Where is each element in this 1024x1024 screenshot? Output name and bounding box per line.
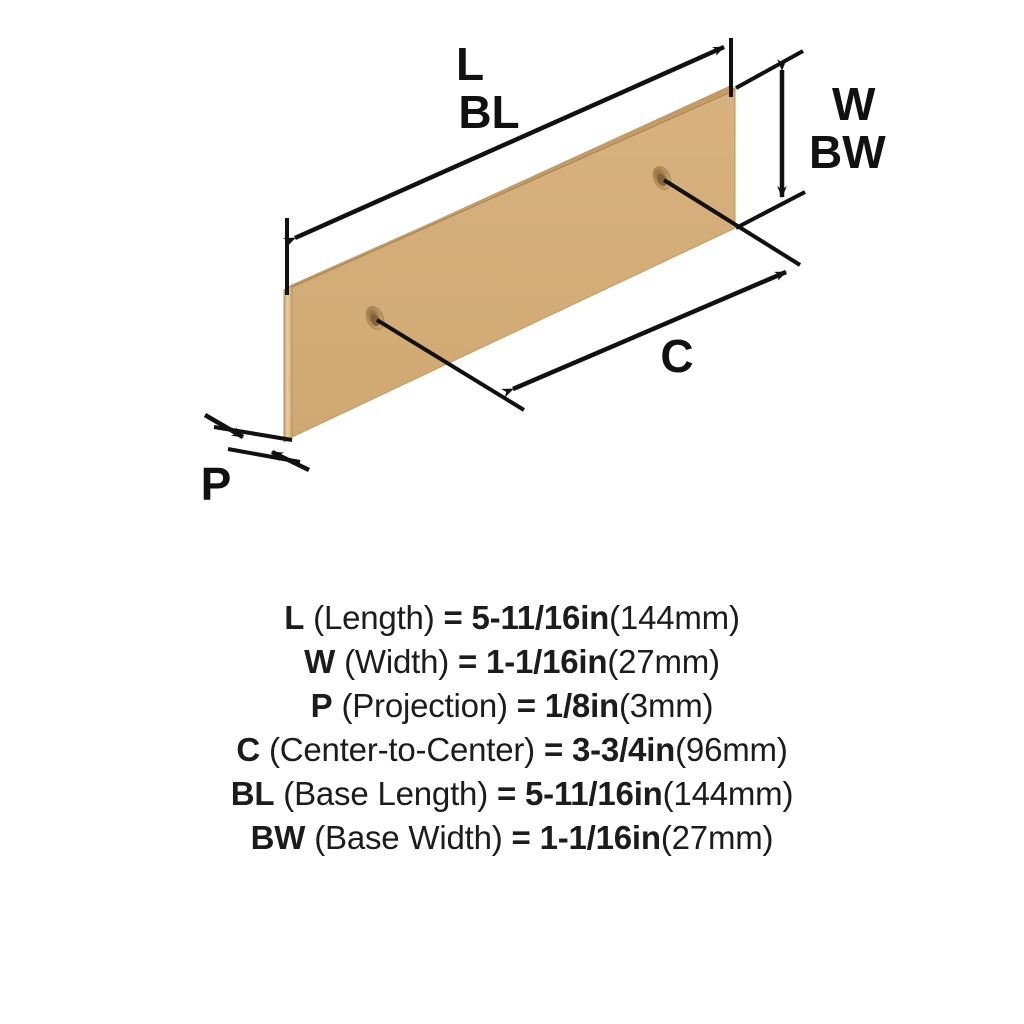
legend-equals-bl: =	[496, 775, 517, 812]
legend-row-base-length: BL (Base Length) = 5-11/16in(144mm)	[0, 772, 1024, 816]
length-dimension-line	[282, 44, 725, 247]
projection-label: P	[201, 458, 232, 510]
legend-row-projection: P (Projection) = 1/8in(3mm)	[0, 684, 1024, 728]
legend-value-bl: 5-11/16in	[525, 775, 663, 812]
center-to-center-label: C	[660, 330, 693, 382]
plate-side-face	[283, 284, 293, 443]
c-leader-left	[375, 318, 526, 412]
projection-arrow-upper	[203, 413, 245, 439]
legend-value-w: 1-1/16in	[486, 643, 608, 680]
legend-equals-bw: =	[511, 819, 531, 856]
width-dimension: W BW	[735, 49, 886, 230]
legend-name-w: (Width)	[344, 643, 450, 680]
legend-row-base-width: BW (Base Width) = 1-1/16in(27mm)	[0, 816, 1024, 860]
width-label: W	[832, 78, 876, 130]
c-dimension-line	[500, 269, 787, 398]
legend-name-bl: (Base Length)	[283, 775, 488, 812]
projection-dimension: P	[201, 413, 310, 510]
product-dimension-drawing: L BL W BW C	[201, 38, 886, 510]
legend-value-c: 3-3/4in	[571, 731, 676, 768]
legend-equals-l: =	[443, 599, 463, 636]
dimension-legend: L (Length) = 5-11/16in(144mm) W (Width) …	[0, 596, 1024, 860]
legend-metric-p: (3mm)	[619, 687, 714, 724]
legend-metric-l: (144mm)	[609, 599, 740, 636]
legend-row-width: W (Width) = 1-1/16in(27mm)	[0, 640, 1024, 684]
legend-code-bw: BW	[250, 819, 306, 856]
legend-value-p: 1/8in	[544, 687, 619, 724]
legend-equals-p: =	[516, 687, 536, 724]
legend-code-bl: BL	[230, 775, 275, 812]
width-extension-top	[735, 49, 804, 90]
legend-value-bw: 1-1/16in	[539, 819, 661, 856]
base-length-label: BL	[458, 86, 519, 138]
legend-code-p: P	[310, 687, 333, 724]
legend-name-p: (Projection)	[341, 687, 508, 724]
c-leader-right	[662, 178, 802, 267]
legend-name-l: (Length)	[313, 599, 435, 636]
legend-equals-c: =	[543, 731, 564, 768]
legend-metric-bl: (144mm)	[662, 775, 794, 812]
legend-value-l: 5-11/16in	[471, 599, 610, 636]
length-label: L	[456, 38, 484, 90]
backplate-solid	[283, 86, 736, 443]
base-width-label: BW	[809, 126, 886, 178]
legend-metric-w: (27mm)	[607, 643, 720, 680]
legend-code-c: C	[236, 731, 261, 768]
projection-arrow-lower	[271, 449, 310, 473]
legend-name-bw: (Base Width)	[314, 819, 503, 856]
legend-metric-bw: (27mm)	[660, 819, 774, 856]
legend-metric-c: (96mm)	[675, 731, 788, 768]
legend-code-w: W	[304, 643, 336, 680]
legend-code-l: L	[284, 599, 305, 636]
width-extension-bottom	[735, 190, 806, 230]
length-dimension: L BL	[282, 38, 733, 295]
legend-row-length: L (Length) = 5-11/16in(144mm)	[0, 596, 1024, 640]
center-to-center-dimension: C	[375, 178, 802, 412]
legend-name-c: (Center-to-Center)	[268, 731, 535, 768]
legend-equals-w: =	[458, 643, 478, 680]
legend-row-center-to-center: C (Center-to-Center) = 3-3/4in(96mm)	[0, 728, 1024, 772]
